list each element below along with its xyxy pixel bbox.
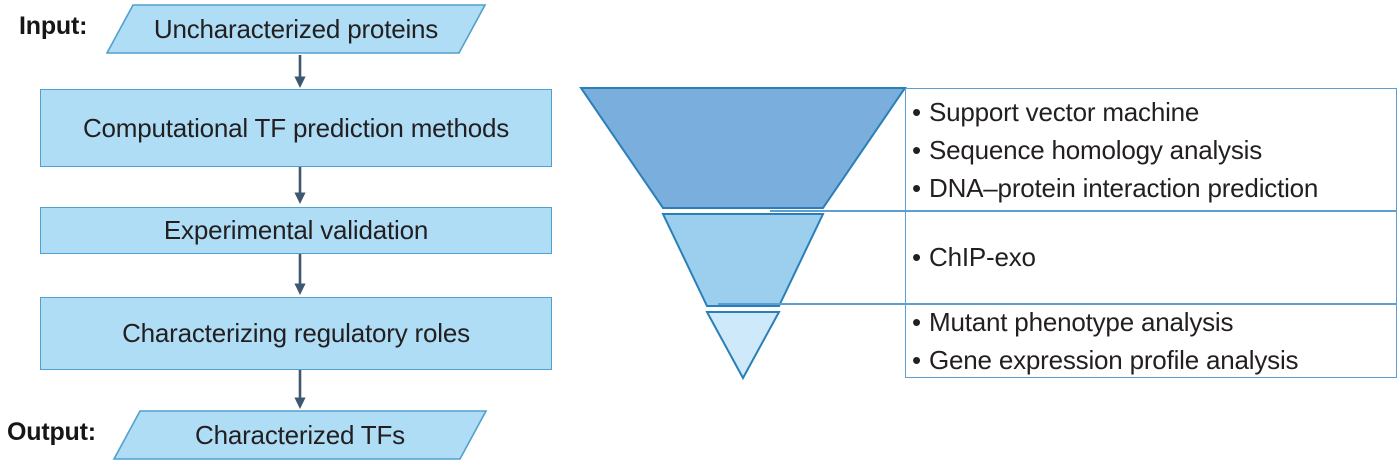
node-step2-label: Experimental validation [163, 215, 429, 245]
method-item: •Sequence homology analysis [912, 131, 1396, 169]
method-item: •ChIP-exo [912, 238, 1396, 276]
arrow-input-to-step1 [289, 55, 311, 89]
bullet-icon: • [912, 135, 921, 165]
bullet-icon: • [912, 173, 921, 203]
method-item: •Mutant phenotype analysis [912, 303, 1396, 341]
methods-row-2: •ChIP-exo [912, 212, 1396, 302]
node-input-shape [105, 4, 487, 54]
node-output-shape [112, 410, 488, 460]
node-input-label: Uncharacterized proteins [153, 13, 439, 44]
methods-row-1: •Support vector machine •Sequence homolo… [912, 92, 1396, 208]
node-step3-label: Characterizing regulatory roles [122, 318, 470, 348]
methods-panel-divider-1 [770, 210, 1397, 212]
bullet-icon: • [912, 345, 921, 375]
output-label: Output: [7, 418, 96, 446]
node-output-label: Characterized TFs [195, 419, 405, 450]
funnel-diagram [578, 86, 908, 386]
methods-panel [905, 88, 1397, 378]
method-item: •Support vector machine [912, 93, 1396, 131]
node-step3-box [40, 297, 552, 370]
bullet-icon: • [912, 307, 921, 337]
methods-panel-divider-2 [718, 303, 1397, 305]
arrow-step1-to-step2 [289, 167, 311, 205]
methods-row-3: •Mutant phenotype analysis •Gene express… [912, 305, 1396, 377]
input-label: Input: [19, 12, 88, 40]
bullet-icon: • [912, 97, 921, 127]
method-item: •Gene expression profile analysis [912, 341, 1396, 379]
arrow-step3-to-output [289, 370, 311, 410]
method-item: •DNA–protein interaction prediction [912, 169, 1396, 207]
funnel-tier-1 [579, 87, 907, 209]
node-step2-box [40, 207, 552, 254]
funnel-tier-2 [661, 213, 825, 307]
arrow-step2-to-step3 [289, 254, 311, 296]
node-step1-label: Computational TF prediction methods [82, 112, 510, 143]
funnel-tier-3 [705, 311, 781, 381]
bullet-icon: • [912, 242, 921, 272]
node-step1-box [40, 89, 552, 167]
